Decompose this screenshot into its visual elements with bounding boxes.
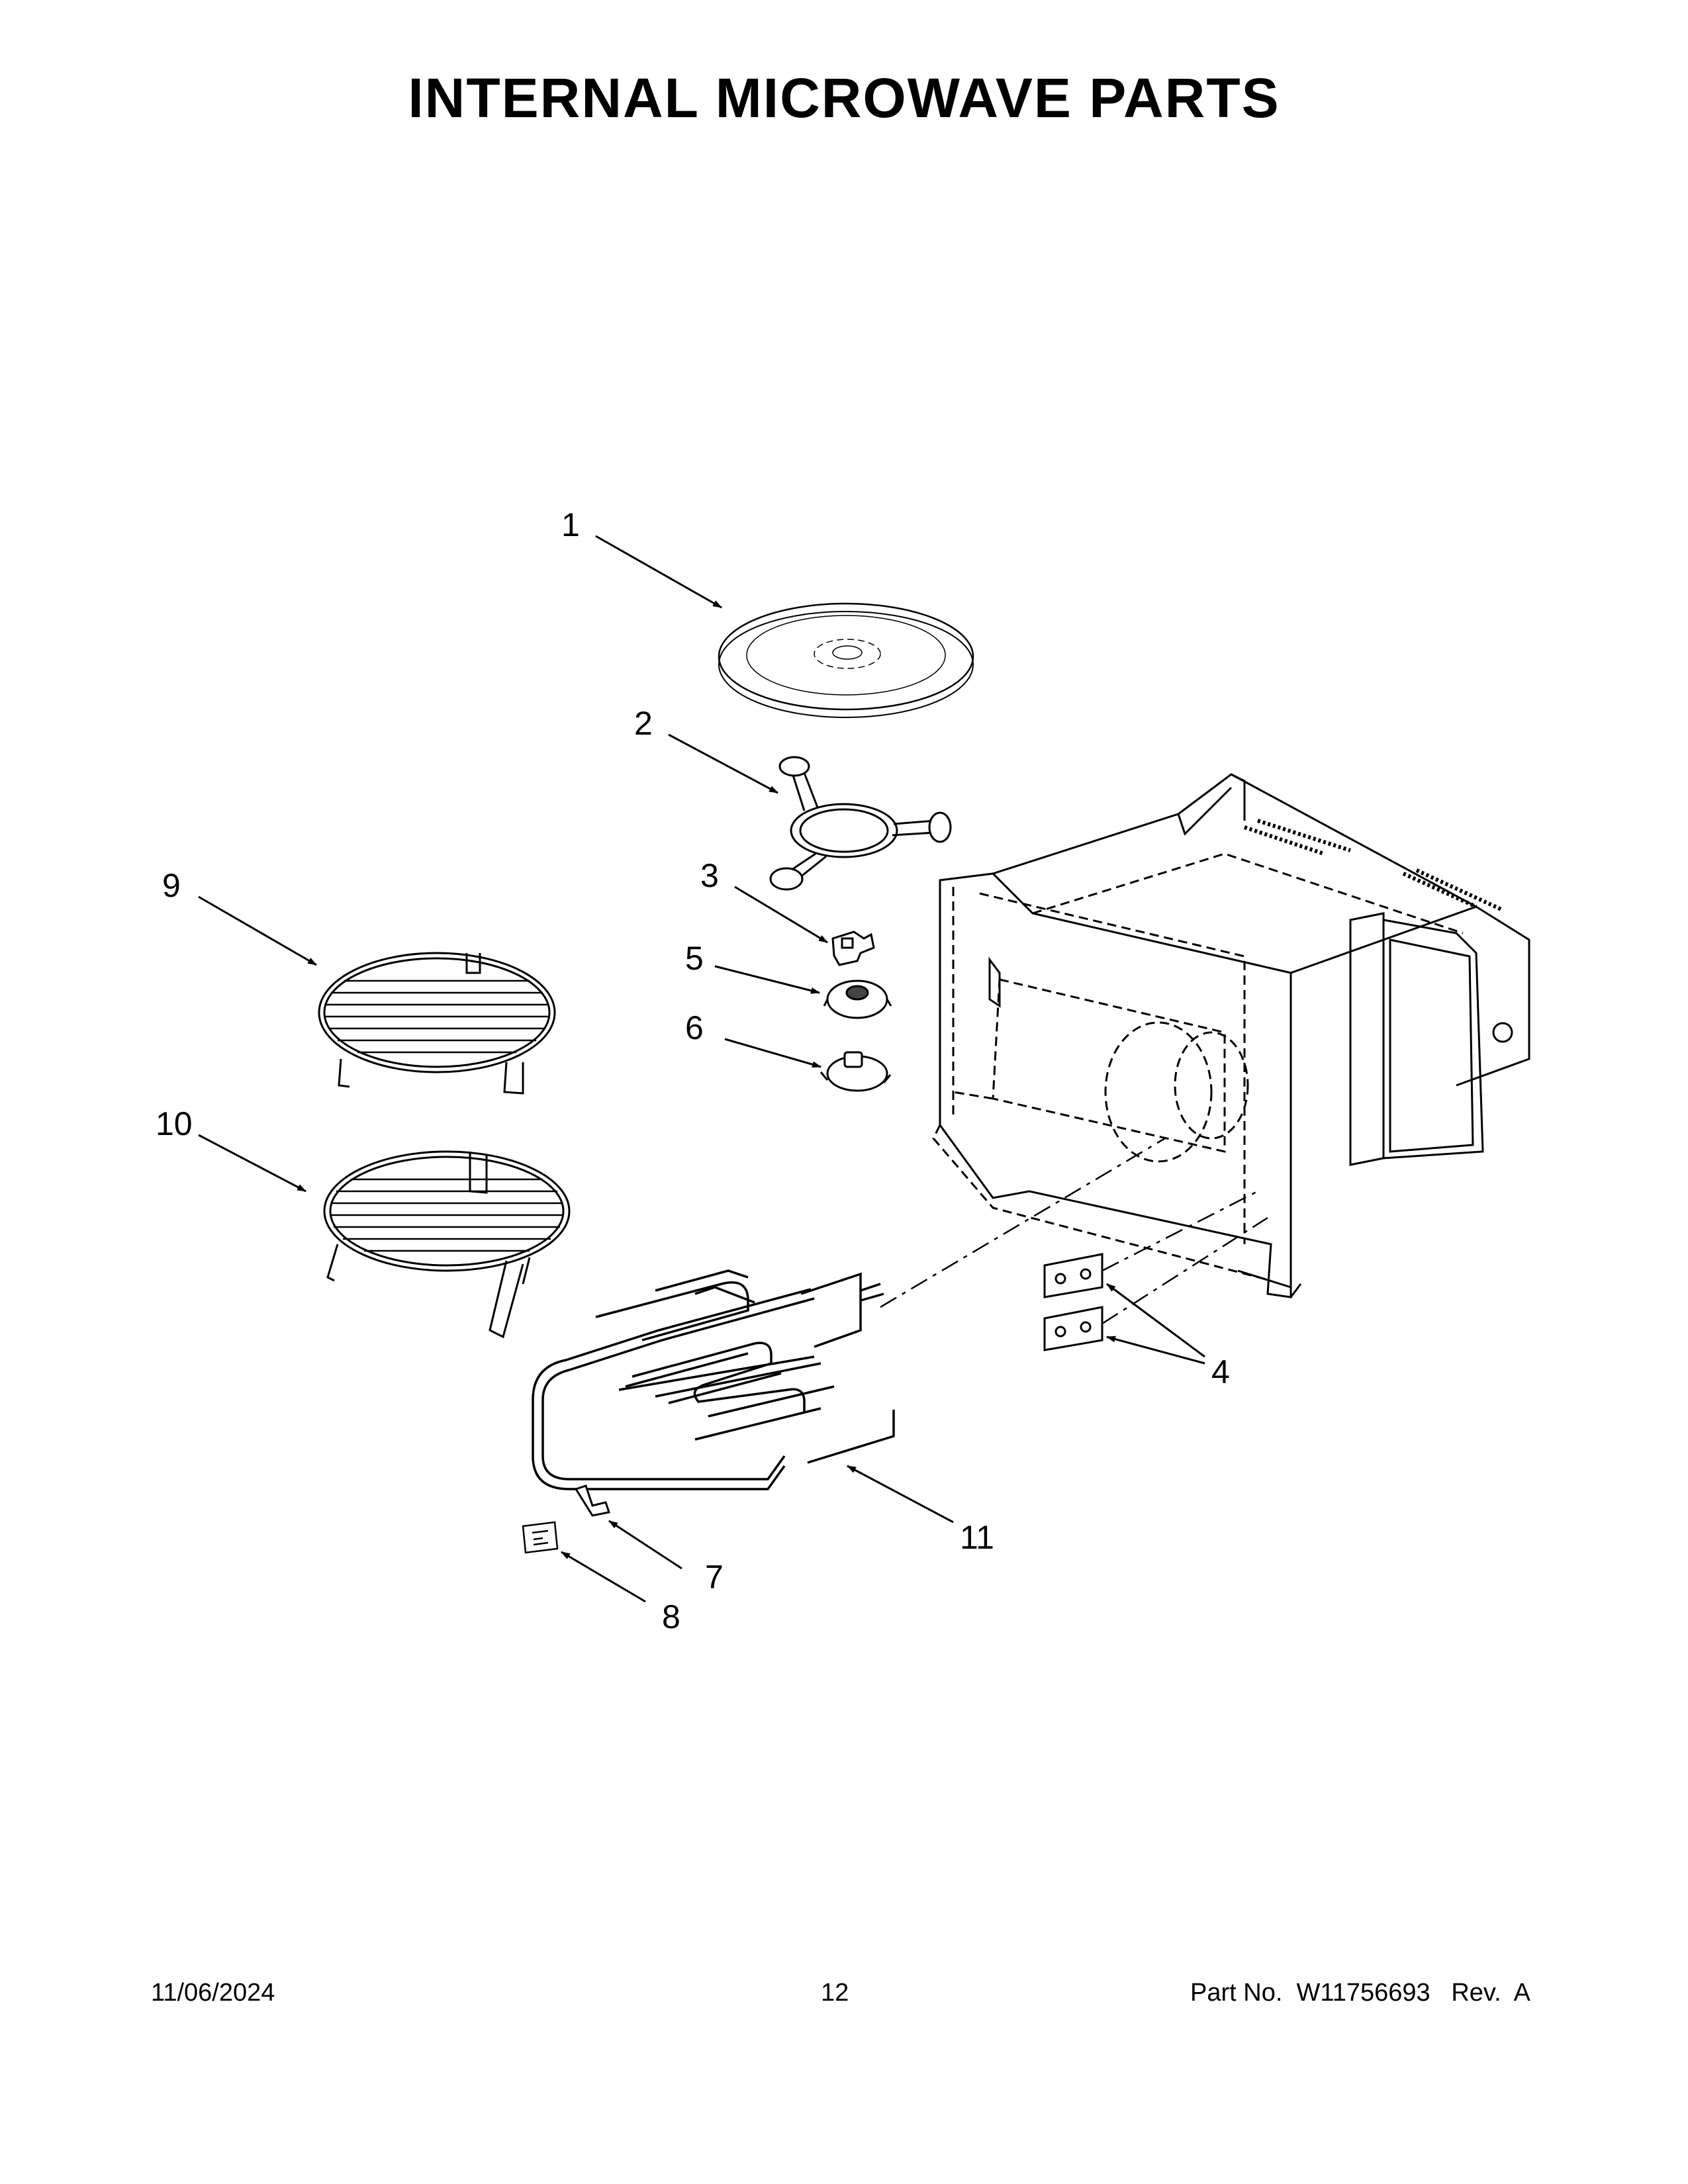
page-title: INTERNAL MICROWAVE PARTS [408, 67, 1280, 129]
callout-7: 7 [705, 1559, 724, 1596]
part-motor-6 [820, 1051, 892, 1092]
callout-3: 3 [700, 857, 719, 894]
part-bracket-3 [831, 931, 875, 966]
part-wire-rack-10 [323, 1150, 571, 1339]
callout-9: 9 [162, 867, 181, 904]
part-label-8 [522, 1521, 559, 1554]
callout-8: 8 [662, 1598, 680, 1635]
assembly-lines [880, 1137, 1268, 1325]
part-plates-4 [1043, 1253, 1103, 1351]
callout-4: 4 [1211, 1353, 1230, 1390]
part-turntable-tray [718, 602, 974, 718]
callout-2: 2 [634, 705, 653, 742]
part-wire-rack-9 [318, 952, 556, 1095]
callout-6: 6 [685, 1009, 704, 1046]
part-motor-5 [823, 979, 892, 1019]
footer-part-number: Part No. W11756693 Rev. A [1190, 1979, 1530, 2007]
callout-11: 11 [960, 1519, 994, 1556]
footer-page-number: 12 [821, 1979, 849, 2007]
footer-date: 11/06/2024 [151, 1979, 275, 2007]
part-clip-7 [574, 1484, 610, 1517]
callout-1: 1 [561, 506, 580, 543]
callout-5: 5 [685, 940, 704, 977]
callout-10: 10 [156, 1105, 193, 1142]
part-heating-element-11 [532, 1269, 895, 1490]
microwave-cavity-housing [932, 773, 1530, 1298]
leader-arrows [198, 535, 1205, 1603]
part-roller-support [769, 756, 952, 891]
